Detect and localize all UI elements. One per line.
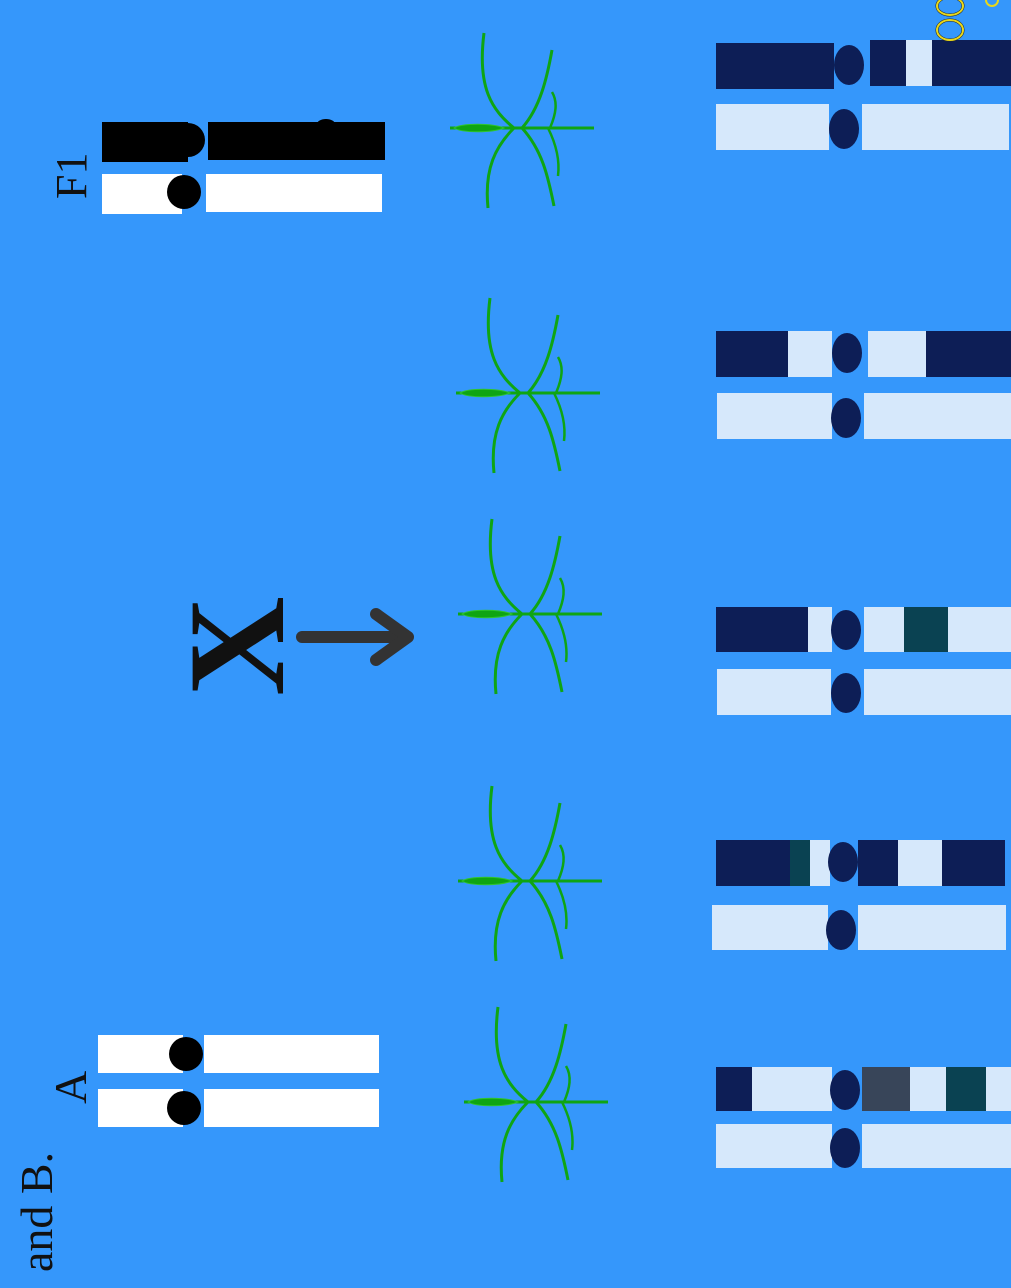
parent-a-chromosome-1 xyxy=(98,1035,379,1073)
progeny-2-chromosome-donor xyxy=(716,840,1005,886)
progeny-1-chromosome-recipient xyxy=(716,1124,1011,1168)
centromere xyxy=(832,333,862,373)
centromere xyxy=(169,1037,203,1071)
centromere xyxy=(831,673,861,713)
centromere xyxy=(831,398,861,438)
progeny-1-chromosome-donor xyxy=(716,1067,1011,1111)
wheat-plant-icon xyxy=(462,1005,610,1184)
progeny-plants xyxy=(448,31,610,1184)
wheat-plant-icon xyxy=(448,31,596,210)
progeny-3-chromosome-recipient xyxy=(717,669,1011,715)
progeny-5-chromosome-donor xyxy=(716,40,1011,89)
progeny-chromosomes xyxy=(712,40,1011,1168)
wheat-plant-icon xyxy=(454,296,602,475)
wheat-plant-icon xyxy=(456,784,604,963)
progeny-5-chromosome-recipient xyxy=(716,104,1009,150)
centromere xyxy=(828,842,858,882)
cross-arrow-icon xyxy=(296,608,414,666)
progeny-3-chromosome-donor xyxy=(716,607,1011,652)
parent-a-chromosome-pair xyxy=(98,1035,379,1127)
centromere xyxy=(829,109,859,149)
progeny-2-chromosome-recipient xyxy=(712,905,1006,950)
cross-symbol: X xyxy=(160,596,313,696)
f1-label: F1 xyxy=(47,152,96,199)
intro-text: and B. xyxy=(11,1151,62,1272)
centromere xyxy=(830,1128,860,1168)
progeny-1-chromosome-pair xyxy=(716,1067,1011,1168)
progeny-4-chromosome-recipient xyxy=(717,393,1011,439)
parent-a-label: A xyxy=(45,1070,96,1104)
centromere xyxy=(167,175,201,209)
centromere xyxy=(167,1091,201,1125)
wheat-plant-icon xyxy=(456,517,604,696)
centromere xyxy=(830,1070,860,1110)
f1-chromosome-pair xyxy=(102,119,385,214)
progeny-3-chromosome-pair xyxy=(716,607,1011,715)
centromere xyxy=(171,123,205,157)
f1-chromosome-black xyxy=(102,119,385,162)
centromere xyxy=(826,910,856,950)
progeny-4-chromosome-donor xyxy=(716,331,1011,377)
progeny-2-chromosome-pair xyxy=(712,840,1006,950)
logo-watermark xyxy=(935,0,999,42)
centromere xyxy=(834,45,864,85)
progeny-4-chromosome-pair xyxy=(716,331,1011,439)
progeny-5-chromosome-pair xyxy=(716,40,1011,150)
f1-chromosome-white xyxy=(102,174,382,214)
parent-a-chromosome-2 xyxy=(98,1089,379,1127)
centromere xyxy=(831,610,861,650)
